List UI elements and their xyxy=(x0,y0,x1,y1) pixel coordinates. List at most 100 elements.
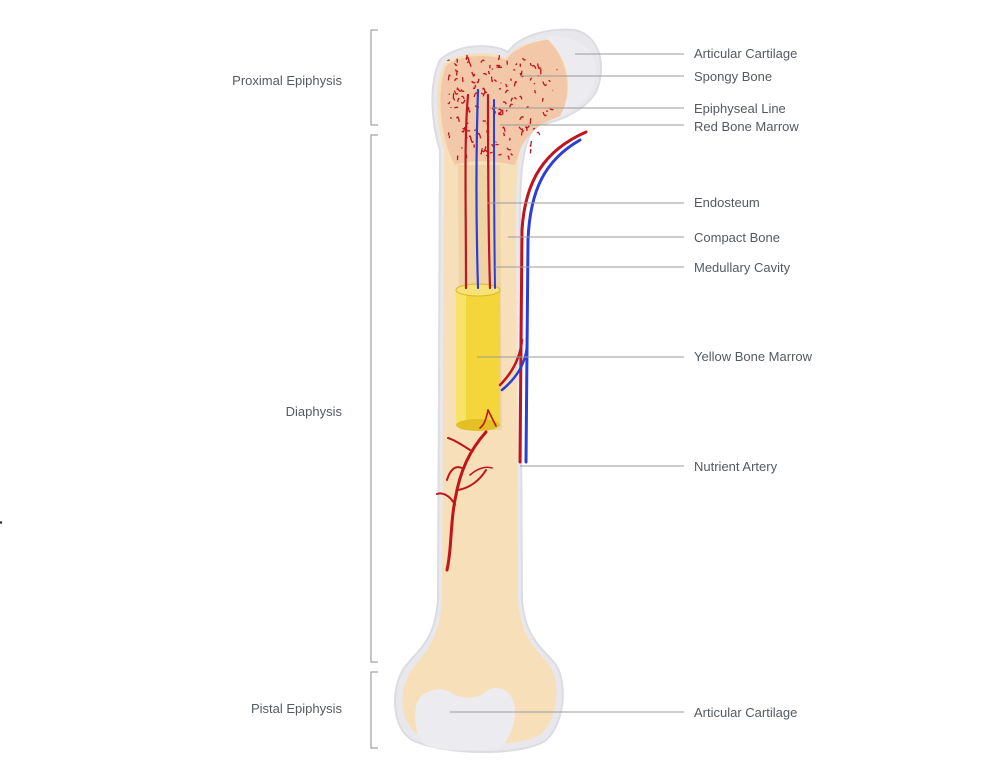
spongy-trabecula xyxy=(467,106,471,113)
spongy-trabecula xyxy=(455,116,460,123)
label-spongy-bone: Spongy Bone xyxy=(694,69,773,84)
spongy-trabecula xyxy=(502,132,505,137)
spongy-trabecula xyxy=(532,127,536,130)
leader-lines xyxy=(450,53,684,713)
spongy-trabecula xyxy=(502,126,506,132)
spongy-trabecula xyxy=(460,89,465,93)
spongy-trabecula xyxy=(446,59,450,62)
diaphysis-bracket xyxy=(370,134,378,663)
spongy-trabecula xyxy=(513,97,517,100)
diaphysis-artery-branches xyxy=(436,409,497,572)
spongy-trabecula xyxy=(472,84,477,90)
spongy-trabecula xyxy=(457,88,462,92)
spongy-trabecula xyxy=(536,131,541,136)
spongy-trabecula xyxy=(549,108,554,111)
spongy-trabecula xyxy=(504,89,509,94)
spongy-trabecula xyxy=(448,93,451,95)
stock-id-text: Adobe Stock | #203642316 xyxy=(0,414,2,640)
spongy-trabecula xyxy=(481,146,487,153)
nutrient-vessels xyxy=(498,130,588,464)
spongy-trabecula xyxy=(482,120,487,122)
spongy-trabecula xyxy=(476,78,480,84)
spongy-trabecula xyxy=(510,153,514,156)
spongy-trabecula xyxy=(447,101,451,105)
label-articular-cartilage-bottom: Articular Cartilage xyxy=(694,705,798,720)
spongy-trabecula xyxy=(536,63,542,70)
spongy-trabecula xyxy=(471,71,476,77)
spongy-trabecula xyxy=(455,70,459,76)
label-epiphyseal-line: Epiphyseal Line xyxy=(694,101,786,116)
spongy-trabecula xyxy=(518,126,524,131)
label-red-bone-marrow: Red Bone Marrow xyxy=(694,119,799,134)
spongy-trabecula xyxy=(466,129,471,132)
proximal-bracket xyxy=(370,29,378,126)
spongy-trabecula xyxy=(498,153,502,156)
spongy-trabecula xyxy=(489,151,493,154)
label-yellow-bone-marrow: Yellow Bone Marrow xyxy=(694,349,813,364)
label-nutrient-artery: Nutrient Artery xyxy=(694,459,778,474)
spongy-trabecula xyxy=(541,97,545,102)
spongy-trabecula xyxy=(542,111,547,117)
spongy-trabecula xyxy=(519,95,523,100)
label-endosteum: Endosteum xyxy=(694,195,760,210)
label-medullary-cavity: Medullary Cavity xyxy=(694,260,791,275)
spongy-trabecula xyxy=(502,101,507,105)
spongy-trabecula xyxy=(505,83,508,88)
spongy-trabecula xyxy=(482,72,488,76)
region-brackets xyxy=(370,29,378,749)
spongy-trabecula xyxy=(481,147,484,150)
spongy-trabecula xyxy=(487,70,491,75)
spongy-trabecula xyxy=(480,92,485,95)
spongy-trabecula xyxy=(484,149,488,153)
spongy-trabecula xyxy=(471,80,476,84)
spongy-trabecula xyxy=(460,99,466,104)
spongy-trabecula xyxy=(507,155,510,160)
spongy-trabecula xyxy=(506,147,512,151)
spongy-trabecula xyxy=(473,129,477,132)
spongy-trabecula xyxy=(515,63,518,66)
spongy-trabecula xyxy=(453,62,458,66)
spongy-trabecula xyxy=(497,55,501,61)
spongy-trabecula xyxy=(531,64,537,70)
spongy-trabecula xyxy=(482,87,486,94)
spongy-trabecula xyxy=(456,87,459,90)
spongy-trabecula xyxy=(480,59,485,63)
spongy-trabecula xyxy=(453,90,459,95)
distal-cartilage xyxy=(415,687,515,751)
label-articular-cartilage-top: Articular Cartilage xyxy=(694,46,798,61)
spongy-trabecula xyxy=(448,135,451,139)
spongy-trabecula xyxy=(513,80,518,87)
spongy-trabecula xyxy=(510,97,514,102)
spongy-trabecula xyxy=(529,77,533,81)
spongy-trabecula xyxy=(465,54,468,60)
spongy-trabecula xyxy=(520,129,525,136)
spongy-trabecula xyxy=(461,95,465,100)
spongy-trabecula xyxy=(450,116,452,119)
spongy-trabecula xyxy=(498,111,503,116)
spongy-trabecula xyxy=(548,79,551,82)
spongy-trabecula xyxy=(490,76,494,83)
spongy-trabecula xyxy=(525,125,530,129)
spongy-trabecula xyxy=(534,90,537,94)
spongy-trabecula xyxy=(452,98,456,101)
spongy-trabecula xyxy=(453,77,458,82)
spongy-trabecula xyxy=(542,81,548,86)
spongy-trabecula xyxy=(498,108,503,112)
label-compact-bone: Compact Bone xyxy=(694,230,780,245)
spongy-trabecula xyxy=(508,103,514,108)
spongy-trabecula xyxy=(465,56,470,63)
spongy-trabecula xyxy=(457,97,460,102)
spongy-trabecula xyxy=(509,78,512,81)
label-diaphysis: Diaphysis xyxy=(285,404,342,419)
spongy-trabecula xyxy=(519,116,525,121)
medullary-vessels xyxy=(464,88,496,290)
spongy-trabecula xyxy=(521,57,526,61)
spongy-trabecula xyxy=(529,140,532,147)
spongy-trabecula xyxy=(505,109,508,112)
spongy-trabecula xyxy=(508,137,511,141)
spongy-trabecula xyxy=(529,62,532,66)
spongy-trabecula xyxy=(454,69,458,72)
distal-bracket xyxy=(370,671,378,749)
